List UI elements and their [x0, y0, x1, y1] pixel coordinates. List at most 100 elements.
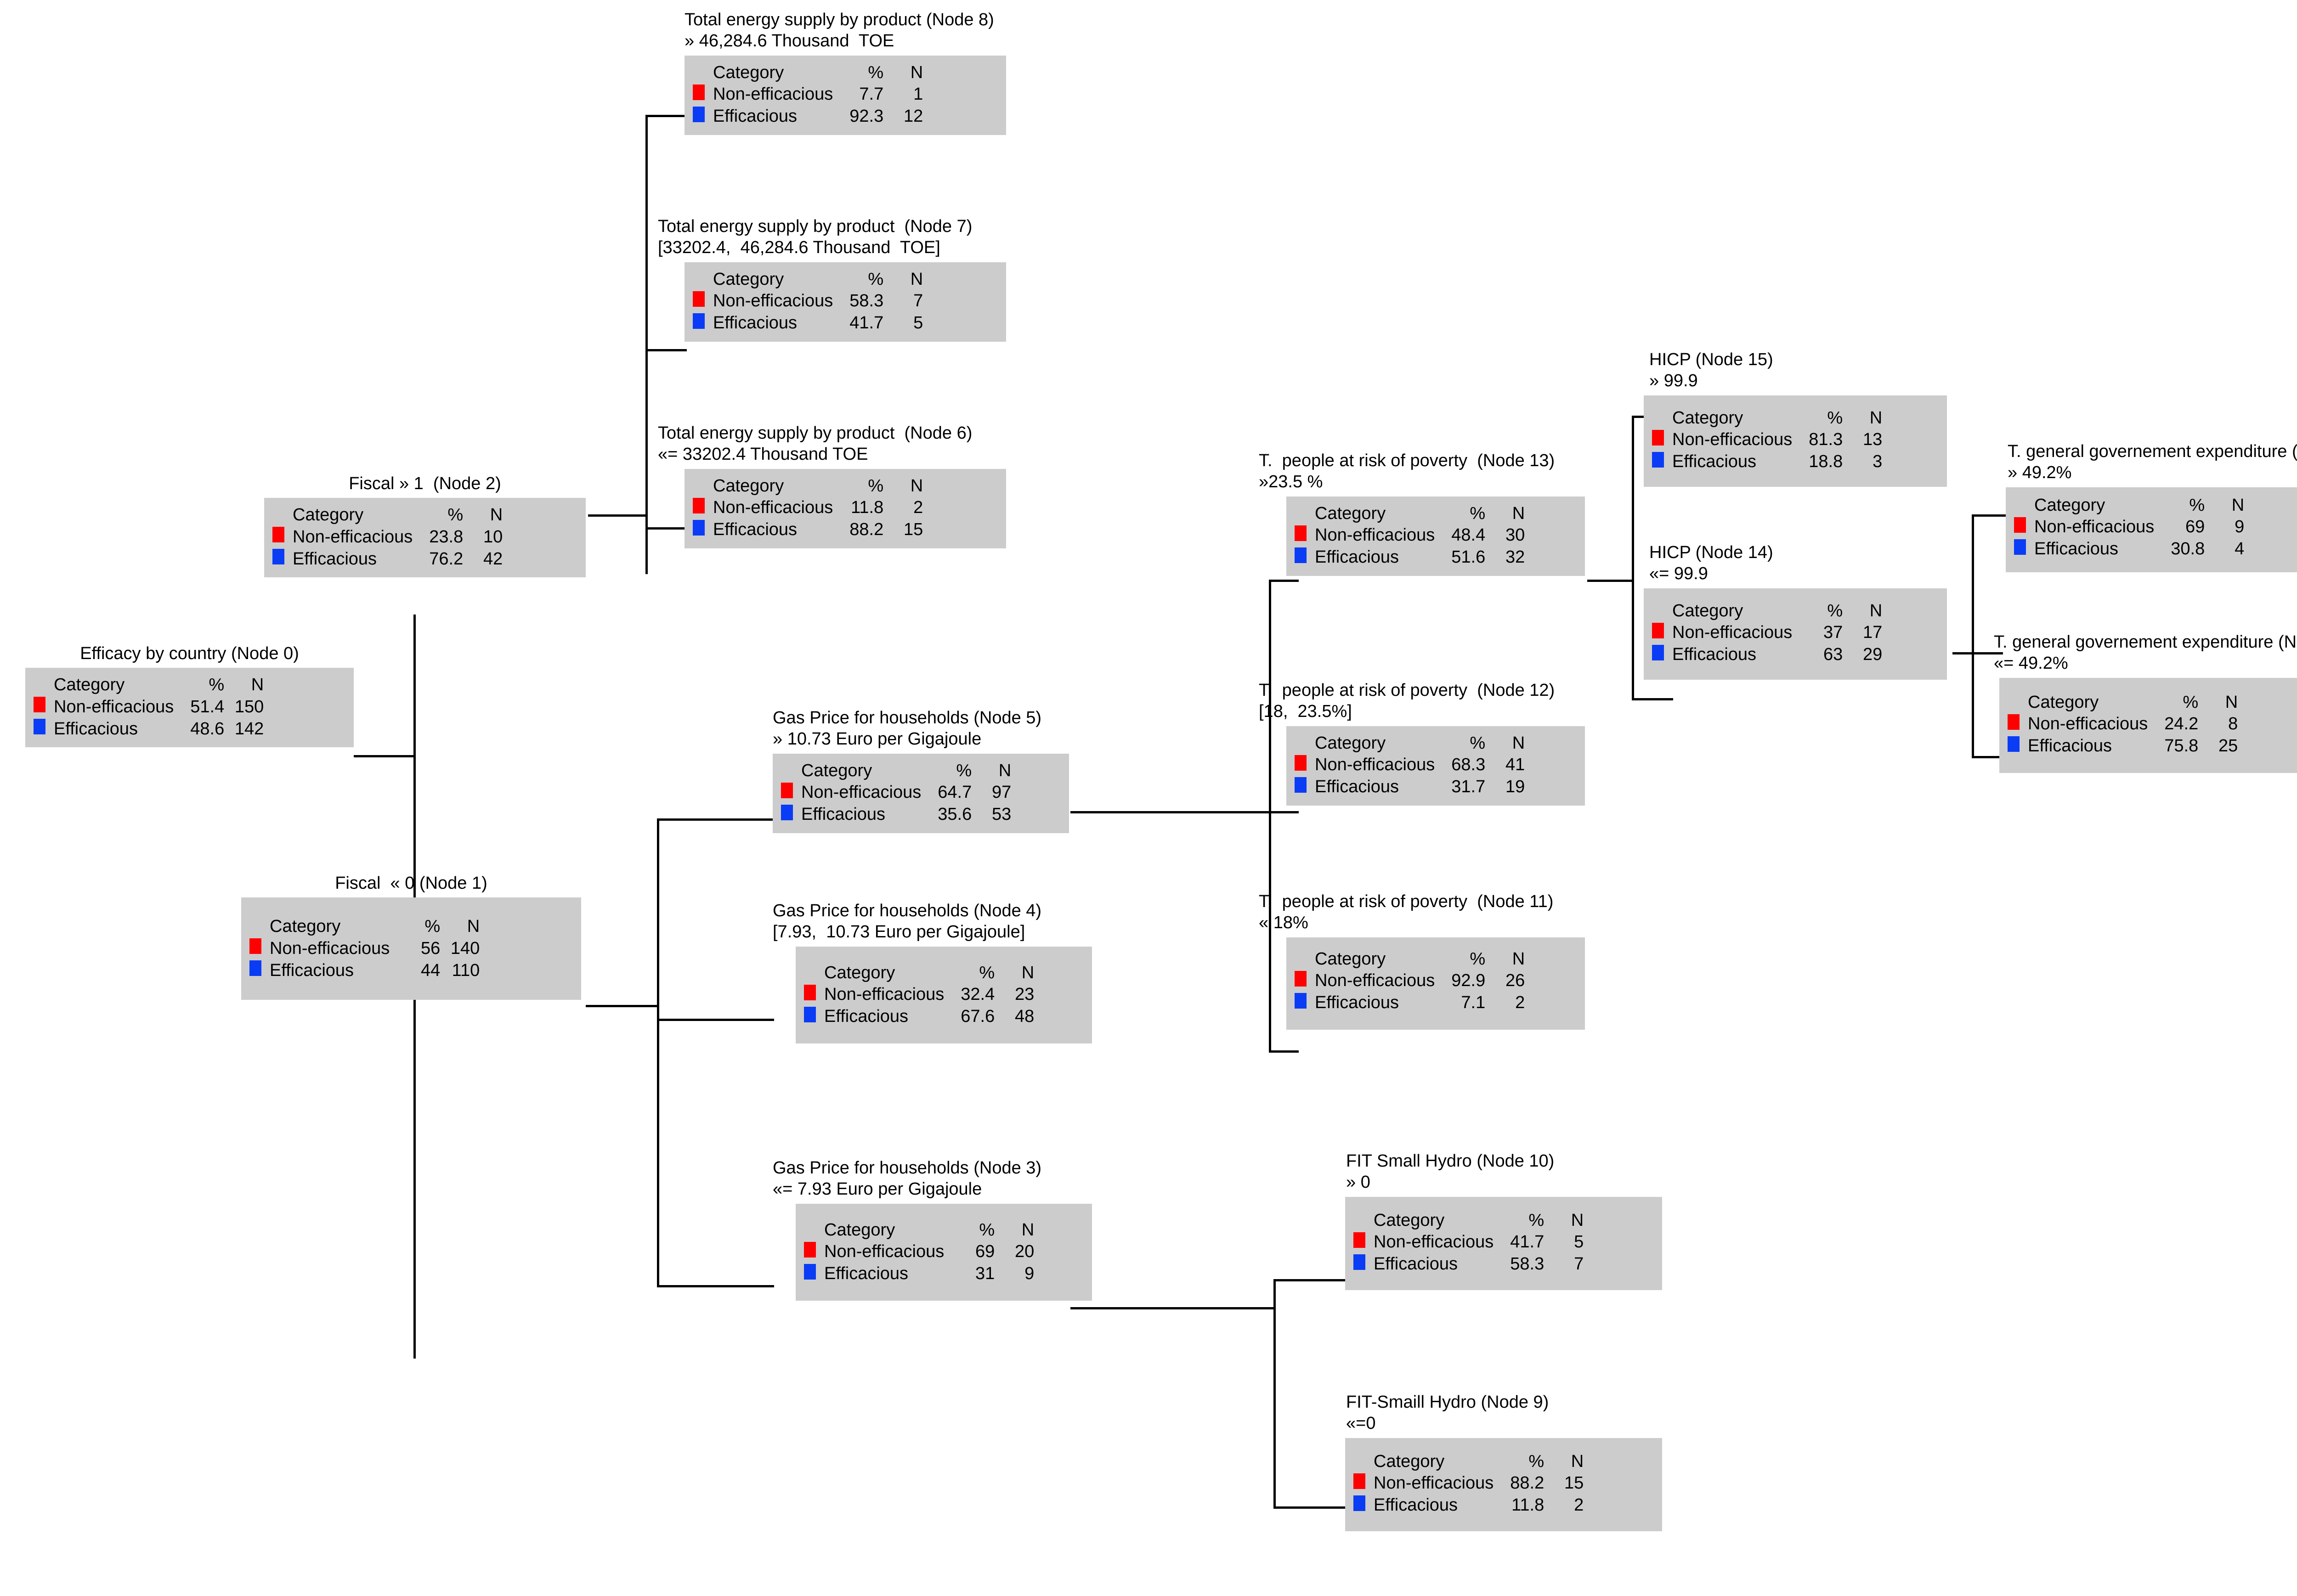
node-6-title-line1: Total energy supply by product (Node 6) [658, 423, 973, 443]
table-row: Efficacious 76.2 42 [272, 548, 503, 570]
row-label: Efficacious [713, 107, 798, 126]
legend-swatch-efficacious [1652, 644, 1672, 666]
red-square-icon [804, 1241, 816, 1258]
node-17[interactable]: T. general governement expenditure (Node… [2006, 441, 2297, 575]
node-7[interactable]: Total energy supply by product (Node 7) … [658, 216, 1006, 344]
node-0[interactable]: Efficacy by country (Node 0) Category % … [25, 643, 354, 750]
node-1[interactable]: Fiscal « 0 (Node 1) Category % N Non-eff… [241, 873, 581, 1002]
row-label: Efficacious [713, 520, 798, 540]
node-2[interactable]: Fiscal » 1 (Node 2) Category % N Non-eff… [264, 473, 586, 580]
table-header-row: Category % N [1353, 1210, 1584, 1231]
node-16-title-line2: «= 49.2% [1994, 654, 2068, 673]
blue-square-icon [272, 549, 284, 565]
node-9-title-line2: «=0 [1346, 1414, 1376, 1433]
node-8-title-line1: Total energy supply by product (Node 8) [685, 10, 994, 29]
row-n: 2 [1574, 1495, 1584, 1515]
row-pct: 7.1 [1461, 993, 1486, 1013]
swatch-spacer [1353, 1451, 1374, 1472]
table-row: Efficacious 92.3 12 [693, 106, 923, 128]
node-1-table: Category % N Non-efficacious 56 140 Effi… [249, 916, 480, 981]
row-label: Efficacious [824, 1264, 909, 1284]
node-7-title-line1: Total energy supply by product (Node 7) [658, 217, 973, 236]
node-10-title-line1: FIT Small Hydro (Node 10) [1346, 1151, 1555, 1171]
col-category: Category [1672, 408, 1743, 428]
table-header-row: Category % N [1652, 600, 1882, 622]
node-10-table: Category % N Non-efficacious 41.7 5 Effi… [1353, 1210, 1584, 1275]
node-9[interactable]: FIT-Smaill Hydro (Node 9) «=0 Category %… [1345, 1392, 1662, 1534]
table-header-row: Category % N [2008, 692, 2238, 713]
col-category: Category [1315, 503, 1386, 523]
node-15-title-line2: » 99.9 [1649, 371, 1698, 391]
row-pct: 58.3 [849, 291, 884, 311]
row-pct: 56 [420, 938, 441, 958]
row-label: Non-efficacious [270, 938, 390, 958]
table-row: Non-efficacious 64.7 97 [781, 782, 1011, 804]
node-10-title-line2: » 0 [1346, 1173, 1370, 1192]
col-pct: % [1827, 408, 1843, 428]
node-4[interactable]: Gas Price for households (Node 4) [7.93,… [773, 900, 1092, 1046]
node-16-box: Category % N Non-efficacious 24.2 8 Effi… [1999, 677, 2297, 773]
edge-node5-stub [1070, 811, 1270, 813]
node-14-title-line1: HICP (Node 14) [1649, 543, 1773, 562]
blue-square-icon [2014, 539, 2026, 555]
table-header-row: Category % N [1295, 503, 1525, 524]
edge-to-node6 [645, 527, 687, 530]
blue-square-icon [804, 1006, 816, 1022]
node-13[interactable]: T. people at risk of poverty (Node 13) »… [1259, 450, 1585, 578]
red-square-icon [1353, 1232, 1365, 1248]
red-square-icon [693, 84, 705, 100]
red-square-icon [1295, 755, 1307, 771]
row-label: Non-efficacious [293, 527, 413, 547]
col-category: Category [801, 761, 872, 780]
node-6-title-line2: «= 33202.4 Thousand TOE [658, 445, 868, 464]
node-15[interactable]: HICP (Node 15) » 99.9 Category % N Non-e… [1644, 349, 1947, 489]
edge-riser-fit [1273, 1279, 1276, 1509]
col-category: Category [713, 269, 784, 289]
node-13-box: Category % N Non-efficacious 48.4 30 Eff… [1286, 496, 1585, 576]
legend-swatch-non-efficacious [781, 782, 801, 804]
row-label: Non-efficacious [713, 85, 833, 104]
table-row: Efficacious 58.3 7 [1353, 1253, 1584, 1275]
blue-square-icon [1353, 1495, 1365, 1511]
col-n: N [910, 476, 923, 496]
table-row: Efficacious 11.8 2 [1353, 1494, 1584, 1517]
table-row: Non-efficacious 32.4 23 [804, 984, 1034, 1006]
row-n: 140 [450, 938, 480, 958]
col-category: Category [293, 505, 364, 525]
node-10[interactable]: FIT Small Hydro (Node 10) » 0 Category %… [1345, 1150, 1662, 1292]
node-12[interactable]: T. people at risk of poverty (Node 12) [… [1259, 680, 1585, 808]
node-16[interactable]: T. general governement expenditure (Node… [1994, 632, 2297, 775]
blue-square-icon [1652, 451, 1664, 468]
legend-swatch-efficacious [1295, 547, 1315, 569]
edge-to-node13 [1269, 580, 1299, 582]
table-header-row: Category % N [804, 962, 1034, 984]
node-8-box: Category % N Non-efficacious 7.7 1 Effic… [685, 55, 1006, 135]
col-pct: % [447, 505, 464, 525]
node-6[interactable]: Total energy supply by product (Node 6) … [658, 423, 1006, 551]
blue-square-icon [1295, 547, 1307, 563]
node-9-table: Category % N Non-efficacious 88.2 15 Eff… [1353, 1451, 1584, 1517]
red-square-icon [1353, 1473, 1365, 1489]
node-14[interactable]: HICP (Node 14) «= 99.9 Category % N Non-… [1644, 542, 1947, 682]
node-11[interactable]: T. people at risk of poverty (Node 11) «… [1259, 891, 1585, 1032]
row-label: Non-efficacious [801, 783, 922, 802]
node-2-table: Category % N Non-efficacious 23.8 10 Eff… [272, 504, 503, 570]
node-8[interactable]: Total energy supply by product (Node 8) … [685, 9, 1006, 137]
edge-riser-expenditure [1972, 514, 1974, 758]
row-pct: 48.6 [190, 719, 225, 739]
row-pct: 92.9 [1451, 971, 1486, 991]
blue-square-icon [1353, 1254, 1365, 1270]
node-5[interactable]: Gas Price for households (Node 5) » 10.7… [773, 707, 1069, 835]
table-row: Non-efficacious 7.7 1 [693, 84, 923, 106]
table-row: Non-efficacious 56 140 [249, 937, 480, 959]
table-row: Non-efficacious 51.4 150 [34, 696, 264, 718]
row-pct: 24.2 [2164, 714, 2199, 734]
row-n: 23 [1014, 985, 1035, 1004]
node-3[interactable]: Gas Price for households (Node 3) «= 7.9… [773, 1157, 1092, 1303]
col-pct: % [209, 675, 225, 695]
row-pct: 37 [1823, 623, 1843, 643]
col-n: N [998, 761, 1012, 780]
node-1-box: Category % N Non-efficacious 56 140 Effi… [241, 897, 581, 1000]
legend-swatch-non-efficacious [693, 290, 713, 312]
edge-to-node17 [1972, 514, 2013, 517]
